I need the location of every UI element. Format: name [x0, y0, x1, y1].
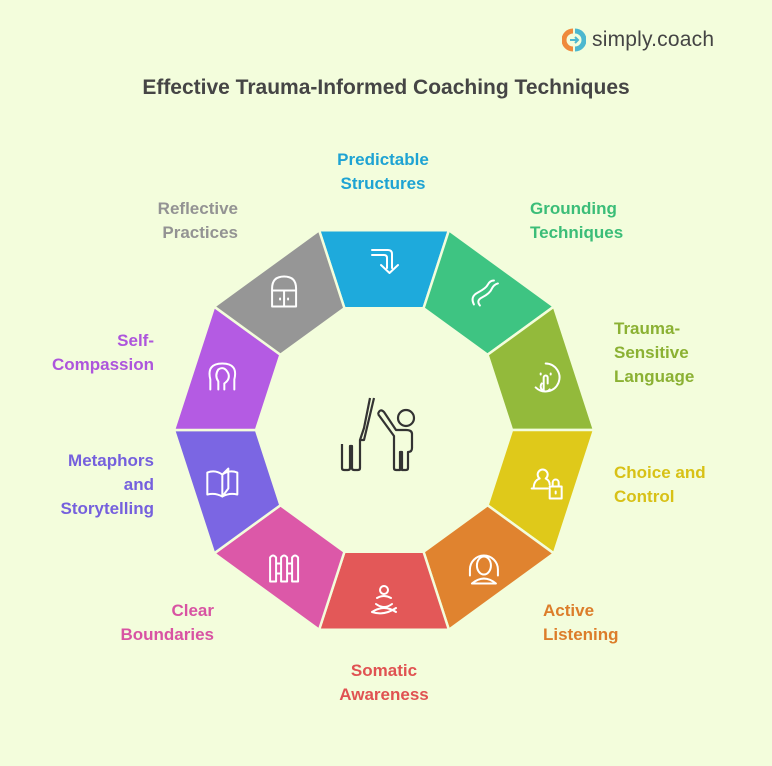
brand-name: simply.coach [592, 28, 715, 51]
worm-icon [471, 279, 499, 307]
user-lock-icon [530, 468, 563, 500]
fence-icon [269, 554, 300, 583]
label-self-compassion: Self- Compassion [51, 331, 154, 374]
padlock-cabinet-icon [271, 275, 298, 308]
page-title: Effective Trauma-Informed Coaching Techn… [142, 76, 630, 99]
label-predictable-structures: Predictable Structures [337, 150, 429, 193]
label-trauma-sensitive-language: Trauma- Sensitive Language [614, 319, 695, 386]
arrow-turn-down-icon [371, 249, 399, 274]
open-book-icon [206, 467, 239, 498]
label-somatic-awareness: Somatic Awareness [339, 661, 429, 704]
meditation-icon [371, 585, 397, 615]
label-reflective-practices: Reflective Practices [157, 199, 238, 242]
headphones-person-icon [468, 554, 499, 585]
segment-reflective-practices [211, 228, 346, 357]
brand-logo: simply.coach [562, 28, 714, 52]
label-choice-and-control: Choice and Control [614, 463, 706, 506]
brand-logo-icon [562, 28, 586, 52]
label-grounding-techniques: Grounding Techniques [530, 199, 624, 242]
label-clear-boundaries: Clear Boundaries [120, 601, 214, 644]
coach-and-client-icon [340, 397, 416, 472]
shush-face-icon [534, 362, 561, 393]
label-metaphors-and-storytelling: Metaphors and Storytelling [60, 451, 154, 518]
label-active-listening: Active Listening [543, 601, 619, 644]
two-heads-icon [208, 362, 237, 391]
